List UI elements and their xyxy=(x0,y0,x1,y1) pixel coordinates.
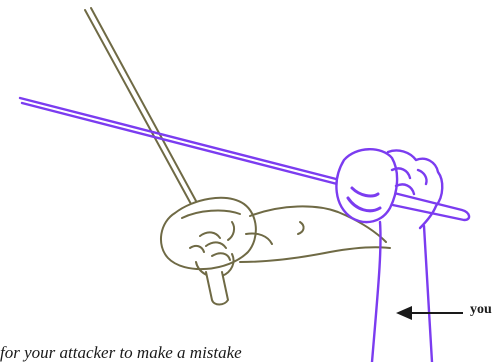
you-arm xyxy=(372,222,381,362)
attacker-bell-guard xyxy=(161,198,256,269)
you-label: you xyxy=(470,303,492,317)
attacker-blade xyxy=(85,8,202,215)
caption-text: for your attacker to make a mistake xyxy=(0,343,242,362)
attacker-fencer xyxy=(85,8,390,305)
attacker-grip xyxy=(206,272,228,305)
